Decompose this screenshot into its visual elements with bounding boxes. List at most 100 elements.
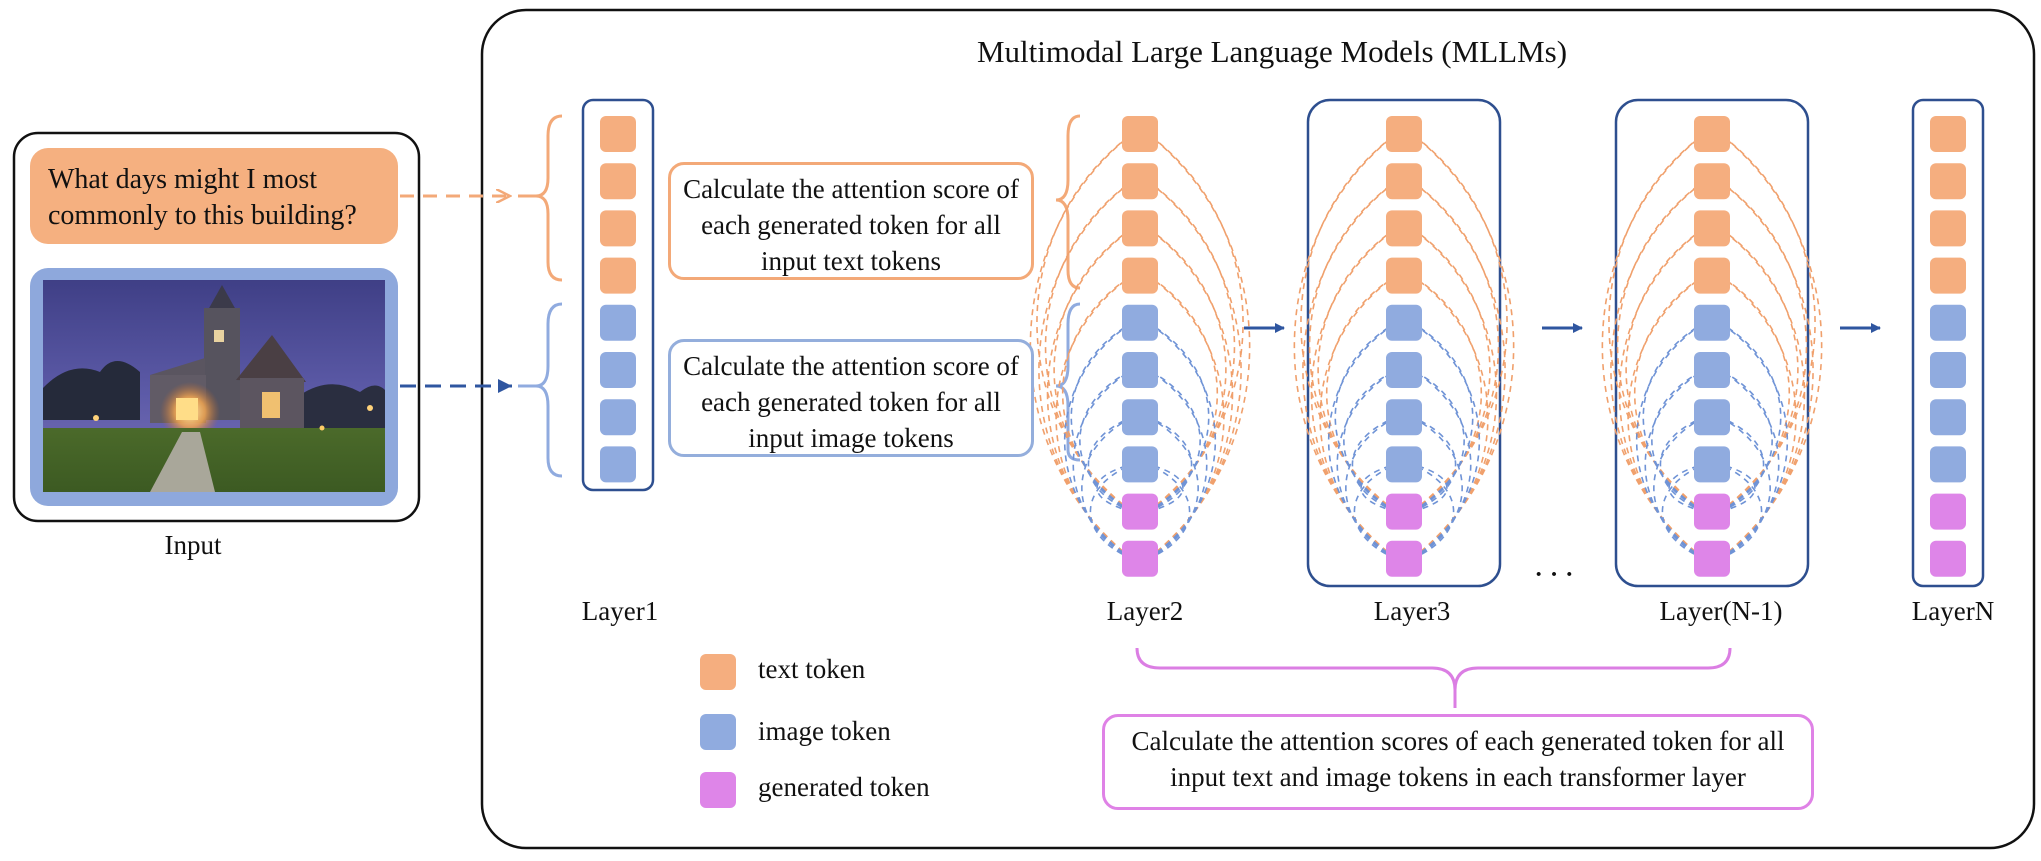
legend-text-label: text token (758, 654, 866, 684)
layer1-image-token (600, 304, 636, 341)
layer2-image-token (1122, 352, 1158, 388)
layer-n-minus-1-text-token (1694, 257, 1730, 294)
layer2-text-token (1122, 163, 1158, 200)
layer-n-minus-1-attention-arc (1720, 228, 1799, 513)
layer3-attention-arc (1412, 134, 1508, 513)
layer2-attention-arc (1148, 464, 1184, 513)
layer3-attention-arc (1412, 464, 1448, 513)
layer3-attention-arc (1336, 370, 1396, 560)
layer-n-text-token (1930, 210, 1966, 247)
layer-n-minus-1-attention-arc (1720, 323, 1782, 513)
mllm-container (480, 8, 2036, 850)
layer3-generated-token (1386, 493, 1422, 530)
layers-ellipsis: ··· (1533, 556, 1579, 593)
layer-n-minus-1-image-token (1694, 304, 1730, 341)
layer-n-minus-1-attention-arc (1608, 134, 1704, 513)
layer-n-text-token (1930, 257, 1966, 294)
layer3-attention-arc (1360, 464, 1396, 513)
layer-n-minus-1-text-token (1694, 163, 1730, 200)
layer3-attention-arc (1351, 417, 1396, 513)
layer3-frame (1306, 98, 1502, 588)
input-container (12, 131, 421, 523)
layer-n-minus-1-attention-arc (1720, 370, 1773, 513)
layer-n-minus-1-attention-arc (1720, 464, 1763, 560)
layer3-attention-arc (1317, 228, 1396, 513)
layer2-attention-arc (1096, 464, 1132, 513)
layer3-text-token (1386, 163, 1422, 200)
layer2-label: Layer2 (1106, 596, 1184, 626)
layer2-attention-arc (1148, 417, 1193, 513)
layer2-attention-arc (1072, 370, 1132, 560)
layer2-image-token (1122, 304, 1158, 341)
layer3-attention-arc (1412, 370, 1472, 560)
layer1-text-token (600, 163, 636, 200)
layer-n-minus-1-attention-arc (1720, 417, 1765, 513)
layer-n-frame (1911, 98, 1985, 588)
input-image (30, 268, 398, 506)
layer2-attention-arc (1148, 370, 1208, 560)
all-layers-attention-note: Calculate the attention scores of each g… (1102, 714, 1814, 810)
layer1-image-token (600, 446, 636, 483)
layer-n-image-token (1930, 352, 1966, 388)
layer-n-minus-1-attention-arc (1720, 464, 1756, 513)
layer2-attention-arc (1087, 417, 1132, 513)
layer3-image-token (1386, 304, 1422, 341)
layer3-attention-arc (1412, 323, 1474, 513)
layer2-image-token (1122, 446, 1158, 483)
all-layers-brace (1135, 647, 1732, 691)
layer3-generated-token (1386, 540, 1422, 577)
layer2-attention-arc (1053, 228, 1132, 513)
layer1-image-brace (535, 302, 563, 478)
diagram-title: Multimodal Large Language Models (MLLMs) (976, 34, 1568, 69)
layer-n-minus-1-attention-arc (1634, 276, 1704, 513)
layer-n-generated-token (1930, 493, 1966, 530)
layer3-attention-arc (1412, 417, 1457, 513)
layer2-attention-arc (1029, 134, 1132, 560)
layer1-image-token (600, 352, 636, 388)
layer2-attention-arc (1148, 323, 1216, 560)
layer3-attention-arc (1326, 276, 1396, 513)
layer3-attention-arc (1412, 228, 1491, 513)
layer-n-minus-1-attention-arc (1720, 417, 1771, 560)
layer1-frame (581, 98, 655, 492)
layer-n-minus-1-attention-arc (1644, 370, 1704, 560)
layer2-attention-arc (1148, 134, 1244, 513)
layer3-attention-arc (1412, 370, 1465, 513)
layer-n-minus-1-frame (1614, 98, 1810, 588)
layer3-label: Layer3 (1373, 596, 1451, 626)
layer-n-minus-1-generated-token (1694, 540, 1730, 577)
layer-n-minus-1-attention-arc (1601, 134, 1704, 560)
layer3-text-token (1386, 116, 1422, 152)
layer2-text-token (1122, 116, 1158, 152)
layer2-image-token (1122, 399, 1158, 436)
layer-n-minus-1-attention-arc (1636, 323, 1704, 560)
text-attention-note: Calculate the attention score of each ge… (668, 162, 1034, 280)
layer2-image-brace (1055, 302, 1081, 462)
legend-generated-swatch (700, 772, 736, 808)
layer1-text-brace (535, 114, 563, 282)
layer3-attention-arc (1345, 417, 1396, 560)
legend-image-label: image token (758, 716, 891, 746)
layer-n-minus-1-image-token (1694, 399, 1730, 436)
layer2-generated-token (1122, 540, 1158, 577)
layer-n-minus-1-attention-arc (1720, 134, 1816, 513)
layer2-attention-arc (1148, 370, 1201, 513)
layer-n-minus-1-image-token (1694, 446, 1730, 483)
input-question: What days might I most commonly to this … (30, 148, 398, 244)
layer3-image-token (1386, 352, 1422, 388)
layer-n-minus-1-attention-arc (1668, 464, 1704, 513)
layer1-label: Layer1 (581, 596, 659, 626)
legend-image-swatch (700, 714, 736, 750)
layer3-attention-arc (1412, 417, 1463, 560)
layer-n-minus-1-attention-arc (1653, 417, 1704, 560)
layer-n-minus-1-attention-arc (1659, 417, 1704, 513)
layer3-attention-arc (1353, 464, 1396, 560)
layer3-image-token (1386, 399, 1422, 436)
layer3-attention-arc (1412, 276, 1482, 513)
layer2-text-brace (1055, 114, 1081, 290)
layer3-attention-arc (1293, 134, 1396, 560)
image-attention-note: Calculate the attention score of each ge… (668, 339, 1034, 457)
layer1-text-token (600, 257, 636, 294)
layer-n-minus-1-attention-arc (1651, 370, 1704, 513)
layer2-attention-arc (1148, 323, 1210, 513)
